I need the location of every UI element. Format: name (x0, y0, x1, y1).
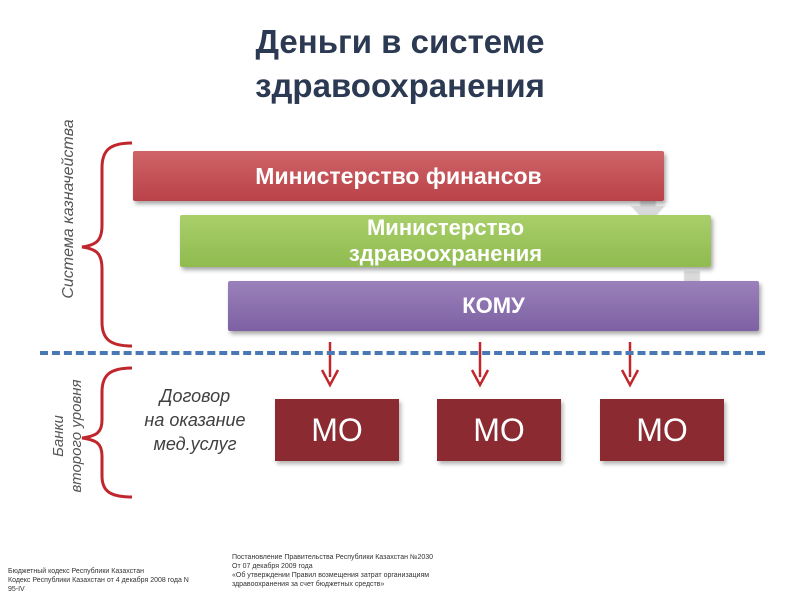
provider-box-3: МО (600, 399, 724, 461)
banks-label-line-1: Банки (50, 415, 67, 457)
payment-arrow-1 (320, 342, 340, 388)
page-title: Деньги в системе здравоохранения (0, 20, 800, 108)
footnote-right-line-2: От 07 декабря 2009 года (232, 563, 313, 570)
contract-line-1: Договор (159, 386, 231, 406)
whom-bar: КОМУ (228, 281, 759, 331)
footnote-left-line-1: Бюджетный кодекс Республики Казахстан (8, 568, 145, 575)
provider-label-2: МО (473, 411, 525, 448)
health-ministry-bar: Министерство здравоохранения (180, 215, 711, 267)
provider-label-1: МО (311, 411, 363, 448)
footnote-right-line-1: Постановление Правительства Республики К… (232, 554, 434, 561)
finance-ministry-label: Министерство финансов (255, 162, 542, 189)
footnote-left-line-2: Кодекс Республики Казахстан от 4 декабря… (8, 577, 189, 584)
contract-line-3: мед.услуг (153, 434, 237, 454)
title-line-1: Деньги в системе (255, 23, 545, 60)
whom-label: КОМУ (462, 293, 525, 318)
payment-arrow-2 (470, 342, 490, 388)
health-ministry-label-line-1: Министерство (366, 215, 525, 240)
banks-brace (81, 366, 133, 499)
title-line-2: здравоохранения (255, 67, 545, 104)
second-tier-banks-label: Банки второго уровня (50, 366, 86, 506)
banks-label-line-2: второго уровня (68, 379, 85, 493)
level-divider (40, 351, 765, 355)
footnote-left-line-3: 95-IV (8, 586, 25, 593)
payment-arrow-3 (620, 342, 640, 388)
provider-box-2: МО (437, 399, 561, 461)
provider-label-3: МО (636, 411, 688, 448)
service-contract-label: Договор на оказание мед.услуг (120, 384, 270, 456)
treasury-brace (81, 141, 133, 348)
provider-box-1: МО (275, 399, 399, 461)
footnote-right-line-3: «Об утверждении Правил возмещения затрат… (232, 572, 430, 579)
footnote-right-line-4: здравоохранения за счет бюджетных средст… (232, 581, 385, 588)
footnote-left: Бюджетный кодекс Республики Казахстан Ко… (8, 567, 223, 594)
footnote-right: Постановление Правительства Республики К… (232, 553, 482, 589)
treasury-system-label: Система казначейства (60, 119, 77, 299)
contract-line-2: на оказание (144, 410, 246, 430)
finance-ministry-bar: Министерство финансов (133, 151, 664, 201)
health-ministry-label-line-2: здравоохранения (348, 241, 543, 266)
